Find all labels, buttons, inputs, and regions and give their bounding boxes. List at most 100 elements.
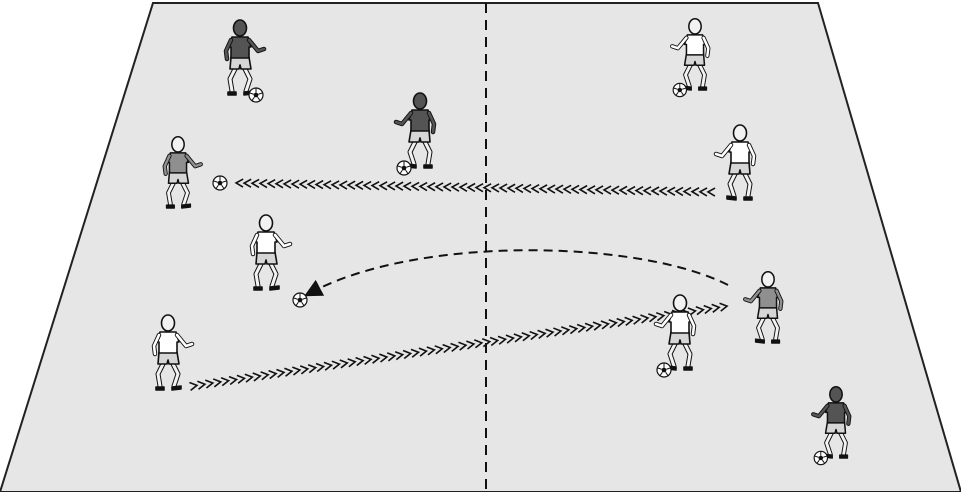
chevron-mark <box>442 182 452 192</box>
chevron-mark <box>252 372 262 382</box>
chevron-mark <box>568 324 579 335</box>
chevron-mark <box>537 329 547 339</box>
chevron-mark <box>402 349 413 360</box>
chevron-mark <box>642 186 652 196</box>
chevron-mark <box>346 180 356 190</box>
chevron-mark <box>514 183 524 194</box>
chevron-mark <box>576 323 587 334</box>
player-light-team <box>713 124 757 201</box>
chevron-mark <box>197 380 207 390</box>
player-light-team <box>249 214 293 291</box>
chevron-mark <box>370 180 380 191</box>
chevron-mark <box>570 184 580 195</box>
chevron-mark <box>386 181 396 191</box>
chevron-mark <box>306 179 316 190</box>
chevron-mark <box>682 186 692 197</box>
soccer-ball-icon <box>813 450 829 466</box>
chevron-mark <box>522 183 532 194</box>
chevron-mark <box>666 186 676 196</box>
chevron-mark <box>282 179 292 189</box>
chevron-mark <box>616 317 626 328</box>
chevron-mark <box>545 328 555 338</box>
chevron-mark <box>418 181 428 192</box>
chevron-mark <box>260 371 270 381</box>
chevron-mark <box>266 179 276 189</box>
chevron-mark <box>529 330 539 341</box>
player-medium-team <box>162 135 203 209</box>
chevron-mark <box>292 366 302 376</box>
chevron-mark <box>458 182 468 193</box>
player-dark-team <box>393 92 437 176</box>
player-dark-team <box>223 19 267 103</box>
soccer-ball-icon <box>212 175 228 191</box>
chevron-mark <box>594 185 604 195</box>
chevron-mark <box>276 368 286 379</box>
chevron-mark <box>315 362 326 373</box>
chevron-mark <box>323 361 334 371</box>
chevron-mark <box>466 340 476 350</box>
chevron-mark <box>482 183 492 193</box>
chevron-mark <box>290 179 300 189</box>
chevron-mark <box>426 182 436 192</box>
chevron-mark <box>204 379 215 389</box>
chevron-mark <box>608 319 618 329</box>
soccer-ball-icon <box>292 292 308 308</box>
chevron-mark <box>497 335 508 345</box>
chevron-mark <box>498 183 508 193</box>
player-light-team <box>670 17 711 98</box>
chevron-mark <box>378 181 388 191</box>
chevron-mark <box>466 182 476 193</box>
chevron-mark <box>584 322 595 332</box>
chevron-mark <box>698 187 708 197</box>
chevron-mark <box>640 314 650 324</box>
chevron-mark <box>655 311 666 322</box>
chevron-mark <box>371 354 381 364</box>
chevron-mark <box>703 304 713 315</box>
chevron-mark <box>274 179 284 189</box>
chevron-mark <box>592 321 603 331</box>
chevron-mark <box>307 363 318 374</box>
chevron-mark <box>610 185 620 195</box>
chevron-mark <box>298 179 308 189</box>
chevron-mark <box>530 184 540 194</box>
chevron-mark <box>330 180 340 190</box>
chevron-mark <box>268 369 278 380</box>
chevron-mark <box>362 180 372 191</box>
player-light-team <box>653 294 697 378</box>
chevron-mark <box>314 179 324 190</box>
chevron-mark <box>258 178 268 189</box>
chevron-mark <box>538 184 548 194</box>
chevron-mark <box>386 352 397 362</box>
chevron-mark <box>379 353 389 363</box>
chevron-mark <box>626 185 636 196</box>
chevron-mark <box>347 358 357 368</box>
curved-pass-path <box>304 249 729 297</box>
chevron-mark <box>648 313 658 323</box>
chevron-mark <box>553 327 563 337</box>
dribble-path-top <box>234 178 716 197</box>
chevron-mark <box>658 186 668 196</box>
chevron-mark <box>212 378 223 388</box>
chevron-mark <box>450 182 460 192</box>
chevron-mark <box>434 182 444 192</box>
chevron-mark <box>284 367 294 377</box>
chevron-mark <box>562 184 572 195</box>
chevron-mark <box>632 315 642 325</box>
player-dark-team <box>811 385 852 466</box>
chevron-mark <box>506 183 516 193</box>
chevron-mark <box>338 180 348 190</box>
chevron-mark <box>322 180 332 190</box>
chevron-mark <box>513 333 523 343</box>
soccer-ball-icon <box>248 87 264 103</box>
chevron-mark <box>624 316 634 326</box>
chevron-mark <box>505 334 516 344</box>
chevron-mark <box>410 348 421 358</box>
chevron-mark <box>695 306 705 316</box>
chevron-mark <box>410 181 420 192</box>
chevron-mark <box>481 337 492 348</box>
chevron-mark <box>719 302 729 312</box>
chevron-mark <box>618 185 628 196</box>
chevron-mark <box>602 185 612 195</box>
player-group <box>151 17 852 466</box>
